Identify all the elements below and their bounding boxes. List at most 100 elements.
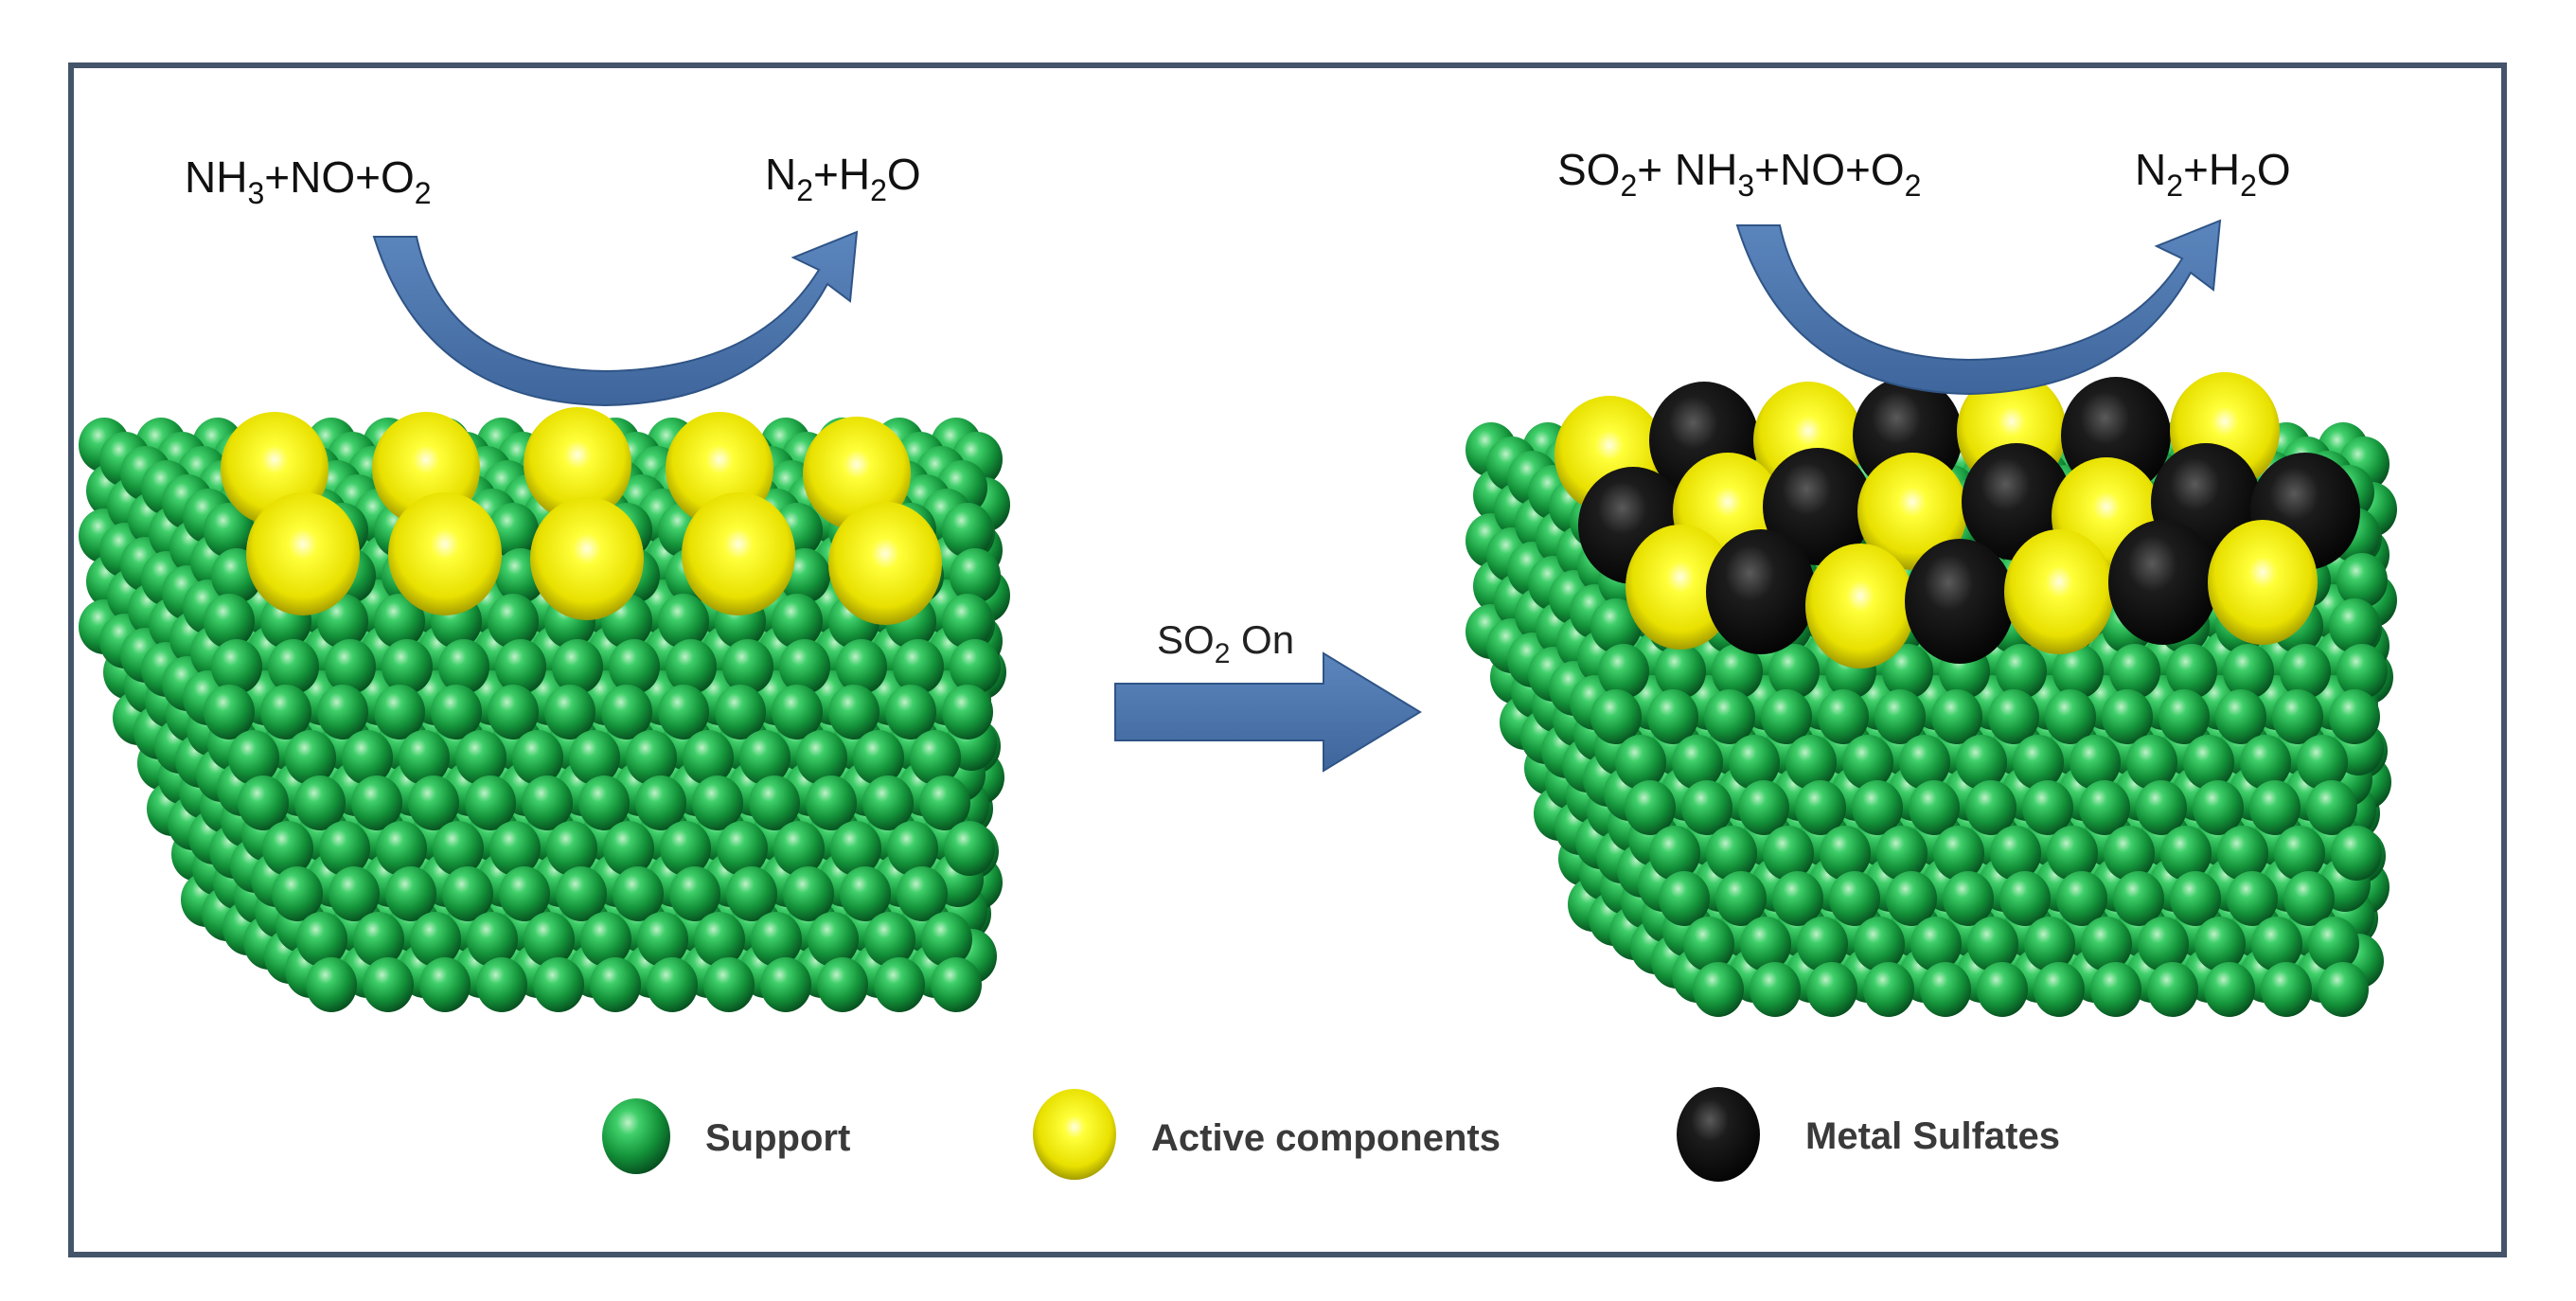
support-sphere	[544, 685, 595, 740]
support-sphere	[1876, 826, 1928, 881]
support-sphere	[944, 821, 995, 876]
support-sphere	[2170, 871, 2221, 926]
legend-support-swatch	[602, 1098, 670, 1174]
left-support-lattice	[79, 418, 1010, 1012]
support-sphere	[2217, 826, 2268, 881]
support-sphere	[853, 730, 904, 785]
support-sphere	[2052, 644, 2104, 699]
active-sphere	[1857, 453, 1967, 570]
active-sphere	[803, 417, 911, 530]
support-sphere	[374, 685, 425, 740]
support-sphere	[950, 639, 1001, 694]
support-sphere	[806, 775, 857, 830]
support-sphere	[351, 775, 402, 830]
support-sphere	[488, 594, 539, 649]
support-sphere	[808, 912, 859, 967]
support-sphere	[942, 594, 993, 649]
support-sphere	[2227, 871, 2278, 926]
support-sphere	[1854, 917, 1905, 971]
support-sphere	[2113, 871, 2164, 926]
support-sphere	[669, 866, 720, 921]
right-surface-layer	[1554, 372, 2360, 668]
support-sphere	[772, 594, 823, 649]
support-sphere	[1729, 735, 1780, 790]
support-sphere	[749, 775, 800, 830]
active-sphere	[246, 492, 360, 615]
active-sphere	[2004, 529, 2114, 654]
support-sphere	[942, 685, 993, 740]
support-sphere	[715, 685, 766, 740]
support-sphere	[1829, 871, 1880, 926]
support-sphere	[1706, 826, 1757, 881]
so2-on-label: SO2 On	[1157, 617, 1294, 669]
support-sphere	[783, 866, 834, 921]
support-sphere	[2223, 644, 2274, 699]
support-sphere	[1647, 689, 1698, 744]
support-sphere	[2056, 871, 2107, 926]
support-sphere	[2047, 826, 2098, 881]
support-sphere	[2318, 962, 2369, 1017]
support-sphere	[317, 685, 368, 740]
support-sphere	[1750, 962, 1801, 1017]
support-sphere	[885, 685, 936, 740]
support-sphere	[524, 912, 575, 967]
support-sphere	[2109, 644, 2160, 699]
support-sphere	[2081, 917, 2132, 971]
support-sphere	[1943, 871, 1994, 926]
support-sphere	[2034, 962, 2085, 1017]
support-sphere	[1886, 871, 1937, 926]
so2-transition-arrow	[1114, 651, 1422, 773]
support-sphere	[2329, 598, 2380, 653]
active-sphere	[388, 492, 502, 615]
support-sphere	[1625, 780, 1676, 835]
support-sphere	[455, 730, 506, 785]
sulfate-sphere	[2108, 520, 2218, 645]
support-sphere	[739, 730, 791, 785]
support-sphere	[1933, 826, 1984, 881]
left-reaction-arrow	[372, 230, 859, 407]
support-sphere	[660, 821, 711, 876]
support-sphere	[2331, 826, 2382, 881]
support-sphere	[578, 775, 630, 830]
support-sphere	[1704, 689, 1755, 744]
active-sphere	[828, 502, 942, 625]
support-sphere	[1649, 826, 1700, 881]
support-sphere	[1763, 826, 1814, 881]
support-sphere	[1842, 735, 1893, 790]
support-sphere	[840, 866, 891, 921]
support-sphere	[495, 639, 546, 694]
support-sphere	[408, 775, 459, 830]
support-sphere	[1931, 689, 1982, 744]
support-sphere	[1768, 644, 1820, 699]
support-sphere	[1818, 689, 1869, 744]
support-sphere	[874, 957, 925, 1012]
right-reaction-arrow	[1735, 219, 2222, 396]
support-sphere	[1920, 962, 1971, 1017]
support-sphere	[296, 912, 347, 967]
support-sphere	[1683, 917, 1734, 971]
left-products-formula: N2+H2O	[765, 150, 921, 207]
support-sphere	[1899, 735, 1950, 790]
support-sphere	[1659, 871, 1710, 926]
support-sphere	[830, 821, 881, 876]
support-sphere	[399, 730, 450, 785]
support-sphere	[228, 730, 279, 785]
support-sphere	[601, 685, 652, 740]
support-sphere	[1761, 689, 1812, 744]
support-sphere	[325, 639, 376, 694]
support-sphere	[942, 503, 993, 558]
support-sphere	[2249, 780, 2301, 835]
sulfate-sphere	[1905, 539, 2015, 664]
support-sphere	[580, 912, 631, 967]
support-sphere	[1874, 689, 1926, 744]
support-sphere	[533, 957, 584, 1012]
support-sphere	[2138, 917, 2189, 971]
support-sphere	[773, 821, 825, 876]
support-sphere	[374, 594, 425, 649]
active-sphere	[530, 497, 644, 620]
support-sphere	[433, 821, 484, 876]
active-sphere	[2208, 520, 2318, 645]
active-sphere	[1805, 544, 1915, 668]
support-sphere	[2159, 689, 2210, 744]
